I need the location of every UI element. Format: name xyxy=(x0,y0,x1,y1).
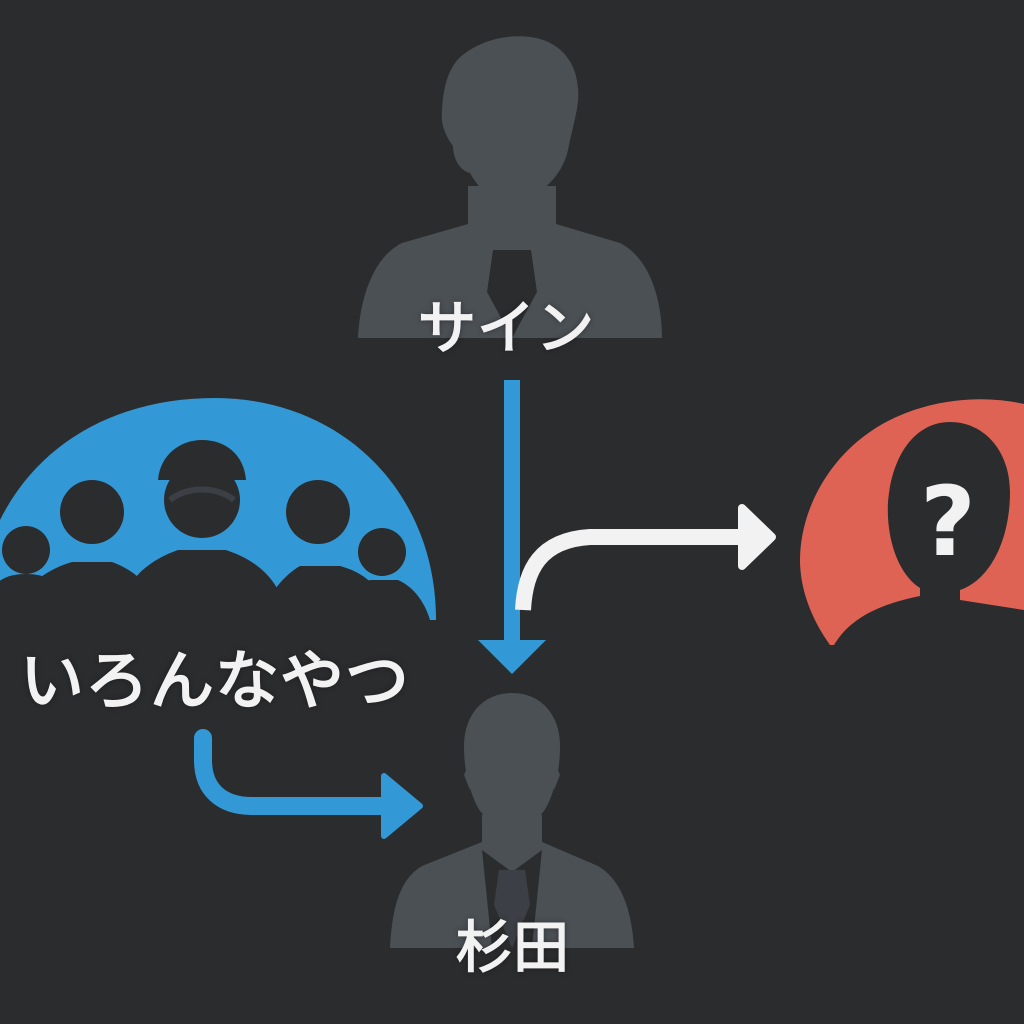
group-crowd-icon xyxy=(0,398,436,620)
arrow-sign-to-sugita xyxy=(478,380,546,674)
sign-label: サイン xyxy=(418,294,596,362)
sign-person-icon xyxy=(358,36,662,338)
arrow-sugita-to-unknown xyxy=(515,504,776,611)
group-label: いろんなやつ xyxy=(20,645,410,719)
unknown-person-icon: ? xyxy=(800,399,1024,645)
arrow-group-to-sugita xyxy=(194,729,423,839)
question-mark-icon: ? xyxy=(920,466,976,578)
sugita-label: 杉田 xyxy=(456,916,570,981)
sugita-person-icon xyxy=(390,693,634,948)
